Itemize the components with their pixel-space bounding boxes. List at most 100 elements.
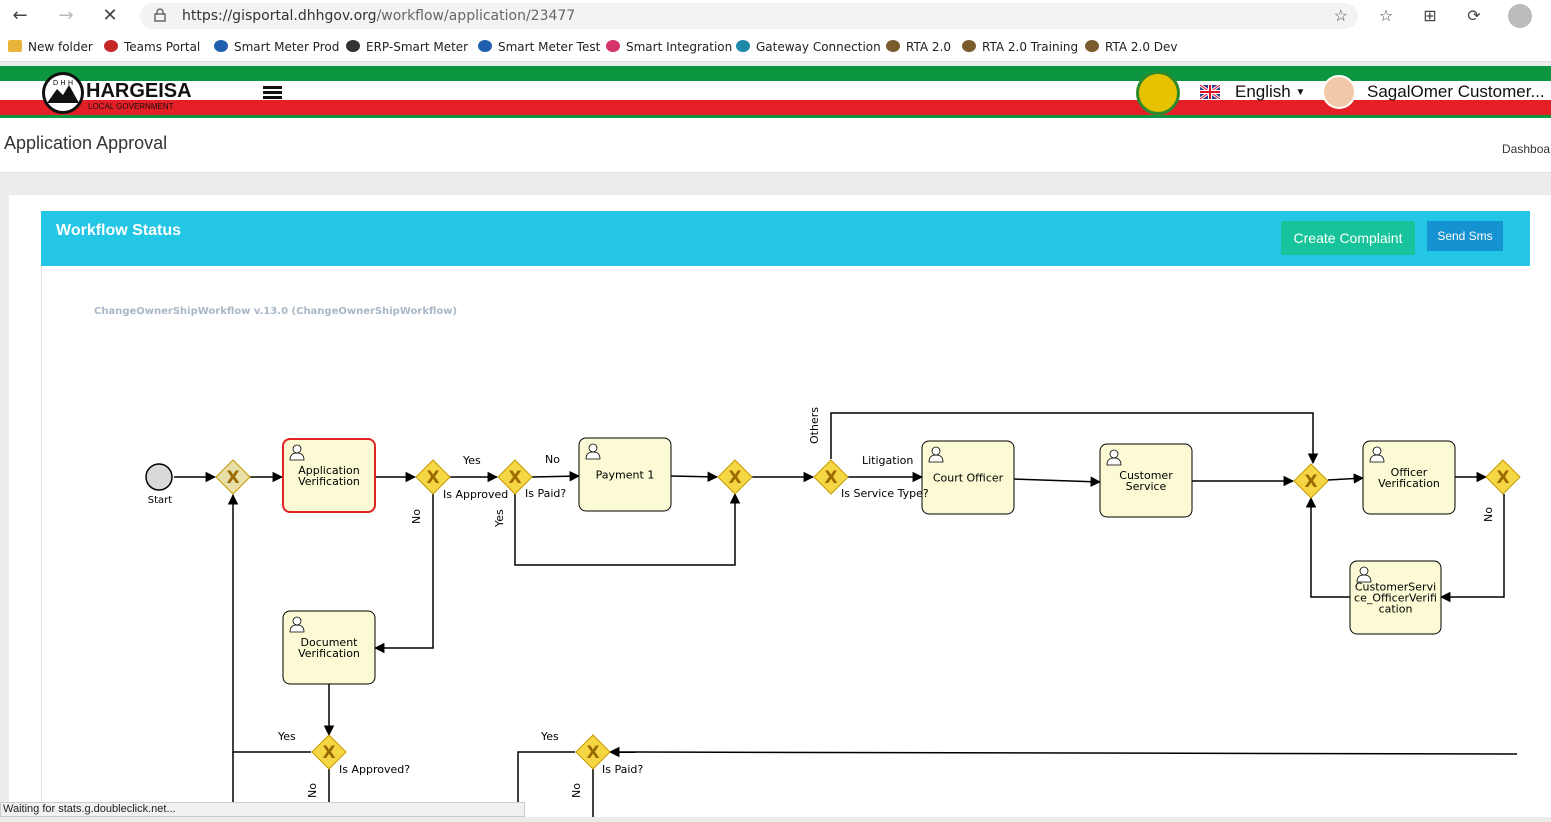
user-task-icon (928, 446, 944, 463)
gateway-x-icon: X (586, 743, 599, 763)
bookmark-new-folder[interactable]: New folder (8, 40, 93, 54)
user-avatar[interactable] (1322, 75, 1356, 109)
label-no-2: No (410, 509, 423, 524)
gateway-is-paid-2[interactable]: X (575, 734, 611, 770)
browser-profile-avatar[interactable] (1508, 4, 1532, 28)
label-yes-2: Yes (493, 509, 506, 528)
bookmark-label: Smart Integration (626, 40, 733, 54)
menu-hamburger-icon[interactable] (263, 86, 282, 100)
label-no-3: No (1482, 507, 1495, 522)
task-court-officer[interactable]: Court Officer (921, 440, 1015, 515)
workflow-caption: ChangeOwnerShipWorkflow v.13.0 (ChangeOw… (94, 306, 457, 317)
forward-arrow-icon[interactable]: → (58, 5, 74, 26)
collections-icon[interactable]: ⊞ (1423, 6, 1437, 25)
stop-loading-icon[interactable]: ✕ (102, 5, 118, 26)
bookmark-label: Teams Portal (124, 40, 201, 54)
sync-icon[interactable]: ⟳ (1467, 6, 1481, 25)
browser-toolbar: ← → ✕ https://gisportal.dhhgov.org/workf… (0, 0, 1551, 32)
label-no-4: No (306, 783, 319, 798)
user-task-icon (289, 616, 305, 633)
bookmark-label: Smart Meter Prod (234, 40, 340, 54)
user-task-icon (1369, 446, 1385, 463)
gateway-join[interactable]: X (717, 459, 753, 495)
e-icon (346, 40, 360, 52)
label-is-paid-2: Is Paid? (602, 763, 643, 776)
gateway-is-paid[interactable]: X (497, 459, 533, 495)
flow-into-ispaid2 (608, 746, 1518, 758)
task-label: Court Officer (933, 472, 1004, 485)
bookmark-erp-smart-meter[interactable]: ERP-Smart Meter (346, 40, 468, 54)
label-yes-4: Yes (540, 730, 559, 743)
favorite-star-icon[interactable]: ☆ (1333, 8, 1348, 25)
bookmark-smart-meter-test[interactable]: Smart Meter Test (478, 40, 600, 54)
gateway-x-icon: X (728, 468, 741, 488)
bookmark-rta-2-0-training[interactable]: RTA 2.0 Training (962, 40, 1078, 54)
workflow-diagram: ChangeOwnerShipWorkflow v.13.0 (ChangeOw… (94, 306, 1521, 817)
flow-labels: Yes No Is Approved Is Paid? Litigation I… (277, 407, 1495, 798)
gateway-is-service-type[interactable]: X (813, 459, 849, 495)
folder-icon (8, 40, 22, 52)
bookmark-gateway-connection[interactable]: Gateway Connection (736, 40, 881, 54)
gateway-doc-approved[interactable]: X (311, 734, 347, 770)
app-header: D H H HARGEISA LOCAL GOVERNMENT English … (0, 66, 1551, 118)
bookmark-rta-2-0[interactable]: RTA 2.0 (886, 40, 951, 54)
flow-officer-no (1439, 494, 1505, 603)
user-name[interactable]: SagalOmer Customer... (1367, 82, 1545, 101)
favorites-icon[interactable]: ☆ (1378, 6, 1394, 25)
task-label: ce_OfficerVerifi (1354, 592, 1437, 605)
bookmark-smart-meter-prod[interactable]: Smart Meter Prod (214, 40, 339, 54)
breadcrumb-dashboard[interactable]: Dashboa (1502, 142, 1551, 156)
label-is-approved-2: Is Approved? (339, 763, 410, 776)
bookmark-label: New folder (28, 40, 93, 54)
label-no-1: No (545, 453, 560, 466)
crest-icon (886, 40, 900, 52)
gateway-merge-officer[interactable]: X (1293, 463, 1329, 499)
language-selector[interactable]: English ▼ (1235, 82, 1306, 101)
task-payment1[interactable]: Payment 1 (578, 437, 672, 512)
gateway-x-icon: X (1304, 472, 1317, 492)
flow-paid-no (531, 470, 581, 482)
sequence-flows (174, 412, 1518, 817)
flow-court-customerservice (1013, 476, 1102, 487)
gateway-is-approved[interactable]: X (415, 459, 451, 495)
logo-emblem-icon[interactable]: D H H (42, 72, 84, 114)
back-arrow-icon[interactable]: ← (12, 5, 28, 26)
bookmark-rta-2-0-dev[interactable]: RTA 2.0 Dev (1085, 40, 1178, 54)
card-title: Workflow Status (56, 222, 182, 239)
label-no-5: No (570, 783, 583, 798)
gateway-start-merge[interactable]: X (215, 459, 251, 495)
lock-icon (154, 8, 166, 22)
send-sms-button[interactable]: Send Sms (1427, 221, 1503, 251)
gateway-x-icon: X (426, 468, 439, 488)
user-task-icon (585, 443, 601, 460)
task-label: Application (298, 464, 359, 477)
create-complaint-button[interactable]: Create Complaint (1281, 221, 1415, 255)
uk-flag-icon[interactable] (1199, 83, 1221, 101)
gateway-x-icon: X (226, 468, 239, 488)
caret-down-icon: ▼ (1295, 87, 1306, 98)
task-label: Verification (298, 475, 360, 488)
flow-paid-yes (514, 492, 741, 566)
user-task-icon (1106, 449, 1122, 466)
gateway-x-icon: X (322, 743, 335, 763)
bookmark-label: RTA 2.0 Dev (1105, 40, 1178, 54)
gateway-x-icon: X (824, 468, 837, 488)
start-event[interactable] (145, 463, 173, 491)
national-emblem-icon (1136, 71, 1180, 115)
bookmark-teams-portal[interactable]: Teams Portal (104, 40, 200, 54)
bookmark-smart-integration[interactable]: Smart Integration (606, 40, 732, 54)
flow-approved-no (373, 494, 434, 654)
gateway-icon (736, 40, 750, 52)
task-label: cation (1379, 603, 1413, 616)
task-label: Payment 1 (596, 469, 655, 482)
gateway-x-icon: X (508, 468, 521, 488)
gateway-officer-approved[interactable]: X (1485, 459, 1521, 495)
logo-title[interactable]: HARGEISA (86, 80, 192, 102)
address-bar[interactable]: https://gisportal.dhhgov.org/workflow/ap… (140, 3, 1358, 29)
task-label: Verification (1378, 477, 1440, 490)
